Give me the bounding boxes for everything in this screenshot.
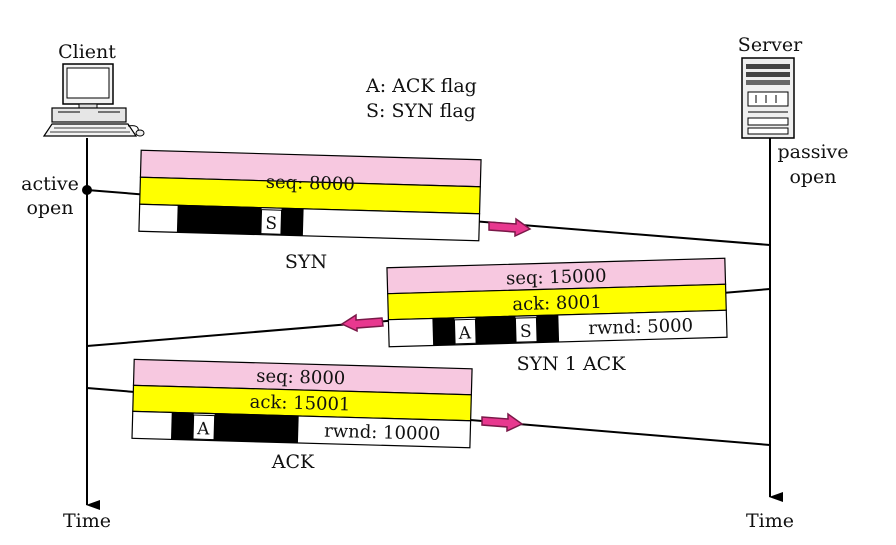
synack-flag-s: S — [520, 322, 532, 342]
client-action-line2: open — [26, 197, 73, 219]
client-action-line1: active — [21, 173, 79, 195]
ack-segment-label: ACK — [271, 451, 315, 473]
syn-segment-header: seq: 8000 S — [138, 149, 482, 242]
ack-ack-field: ack: 15001 — [249, 392, 350, 416]
synack-flag-a: A — [457, 323, 472, 343]
synack-rwnd-field: rwnd: 5000 — [588, 315, 693, 339]
synack-segment-header: seq: 15000 ack: 8001 A S rwnd: 5000 — [386, 257, 728, 348]
ack-direction-arrow — [481, 412, 524, 433]
legend-syn: S: SYN flag — [366, 100, 476, 122]
ack-flag-a: A — [196, 419, 211, 439]
synack-seq-field: seq: 15000 — [506, 266, 607, 290]
server-time-label: Time — [746, 510, 794, 532]
server-action-line1: passive — [777, 141, 848, 163]
server-icon — [741, 57, 795, 139]
syn-flag-s: S — [265, 214, 277, 234]
synack-segment-label: SYN 1 ACK — [517, 353, 627, 375]
ack-seq-field: seq: 8000 — [256, 366, 346, 389]
ack-rwnd-field: rwnd: 10000 — [324, 421, 441, 445]
syn-seq-field: seq: 8000 — [266, 172, 356, 195]
synack-ack-field: ack: 8001 — [512, 292, 602, 315]
client-time-label: Time — [63, 510, 111, 532]
legend-ack: A: ACK flag — [365, 75, 477, 97]
server-title: Server — [738, 34, 803, 56]
ack-segment-header: seq: 8000 ack: 15001 A rwnd: 10000 — [131, 358, 473, 449]
client-title: Client — [58, 41, 116, 63]
syn-segment-label: SYN — [285, 251, 327, 273]
synack-direction-arrow — [340, 313, 384, 333]
syn-direction-arrow — [488, 217, 532, 238]
server-action-line2: open — [789, 166, 836, 188]
computer-icon — [42, 63, 145, 137]
